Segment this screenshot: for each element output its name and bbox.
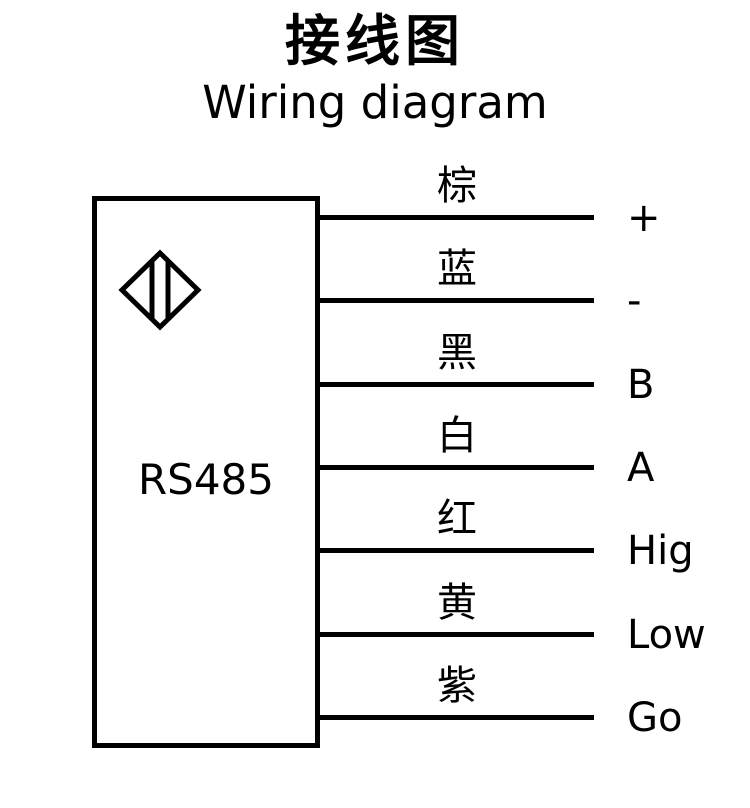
wire-line bbox=[320, 632, 594, 637]
wire-line bbox=[320, 298, 594, 303]
wire-color-label: 红 bbox=[437, 496, 477, 542]
wire-line bbox=[320, 465, 594, 470]
device-box: RS485 bbox=[92, 196, 320, 748]
wire-terminal-label: Low bbox=[627, 612, 706, 658]
wire-color-label: 黑 bbox=[437, 330, 477, 376]
wire-color-label: 黄 bbox=[437, 580, 477, 626]
wire-terminal-label: Hig bbox=[627, 528, 694, 574]
page-title-en: Wiring diagram bbox=[202, 76, 548, 129]
proximity-sensor-icon bbox=[118, 249, 202, 331]
wire-terminal-label: B bbox=[627, 362, 655, 408]
wire-terminal-label: Go bbox=[627, 695, 683, 741]
wire-line bbox=[320, 715, 594, 720]
wire-terminal-label: + bbox=[627, 195, 661, 241]
wire-line bbox=[320, 215, 594, 220]
wire-color-label: 棕 bbox=[437, 163, 477, 209]
wire-color-label: 紫 bbox=[437, 663, 477, 709]
wire-color-label: 蓝 bbox=[437, 246, 477, 292]
wire-line bbox=[320, 548, 594, 553]
wire-terminal-label: - bbox=[627, 278, 642, 324]
page-title-zh: 接线图 bbox=[284, 9, 465, 73]
device-label: RS485 bbox=[137, 455, 274, 504]
wire-line bbox=[320, 382, 594, 387]
wire-color-label: 白 bbox=[437, 413, 477, 459]
wire-terminal-label: A bbox=[627, 445, 655, 491]
